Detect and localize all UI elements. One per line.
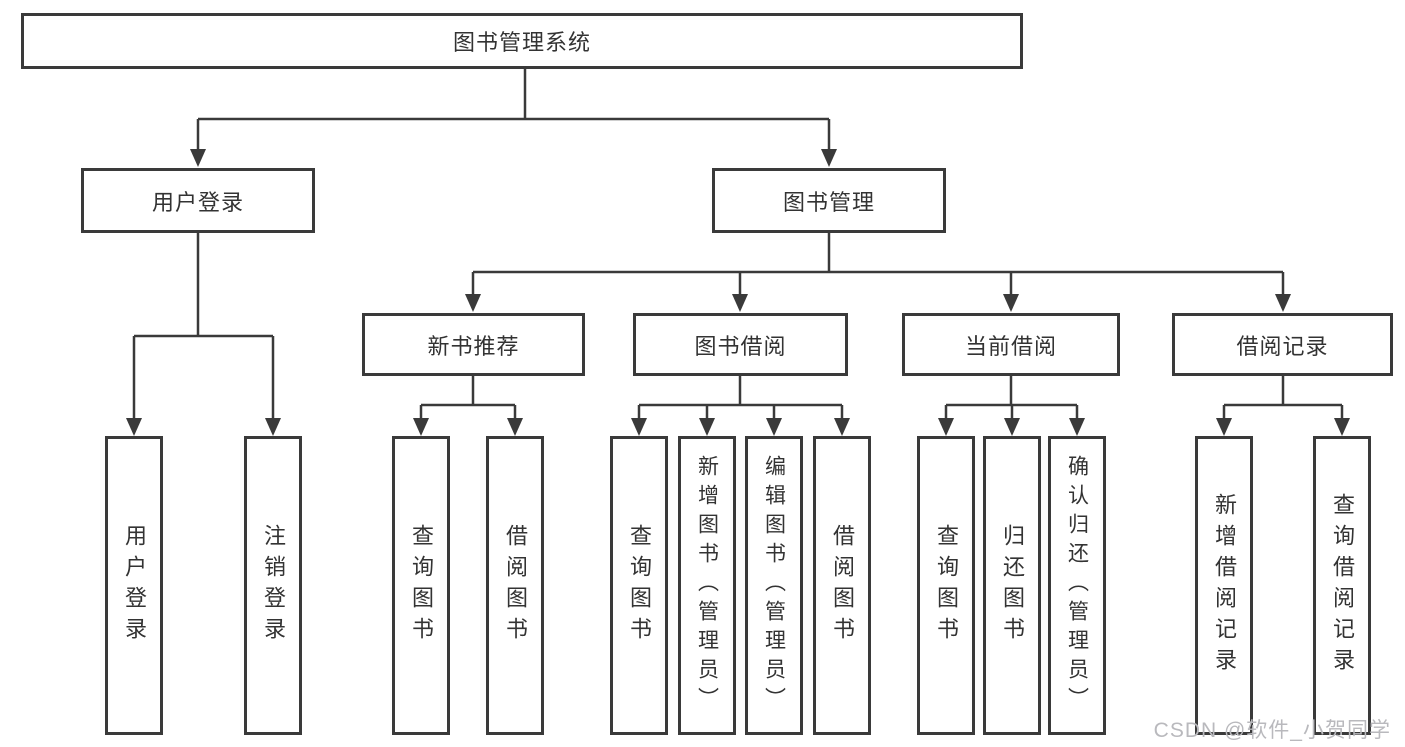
node-leaf-query-borrow-record: 查询借阅记录: [1313, 436, 1371, 735]
node-borrowing-records: 借阅记录: [1172, 313, 1393, 376]
node-library-management-system: 图书管理系统: [21, 13, 1023, 69]
csdn-watermark: CSDN @软件_小贺同学: [1153, 719, 1391, 742]
node-leaf-confirm-return-admin: 确认归还（管理员）: [1048, 436, 1106, 735]
node-leaf-logout: 注销登录: [244, 436, 302, 735]
node-book-management-branch: 图书管理: [712, 168, 946, 233]
node-leaf-query-books: 查询图书: [392, 436, 450, 735]
node-user-login-branch: 用户登录: [81, 168, 315, 233]
node-leaf-query-books-2: 查询图书: [610, 436, 668, 735]
node-book-borrowing: 图书借阅: [633, 313, 848, 376]
node-leaf-edit-books-admin: 编辑图书（管理员）: [745, 436, 803, 735]
node-new-book-recommendation: 新书推荐: [362, 313, 585, 376]
node-leaf-query-books-3: 查询图书: [917, 436, 975, 735]
node-leaf-borrow-books-2: 借阅图书: [813, 436, 871, 735]
node-leaf-add-books-admin: 新增图书（管理员）: [678, 436, 736, 735]
node-leaf-return-books: 归还图书: [983, 436, 1041, 735]
node-current-borrowing: 当前借阅: [902, 313, 1120, 376]
node-leaf-add-borrow-record: 新增借阅记录: [1195, 436, 1253, 735]
node-leaf-borrow-books: 借阅图书: [486, 436, 544, 735]
node-leaf-user-login: 用户登录: [105, 436, 163, 735]
